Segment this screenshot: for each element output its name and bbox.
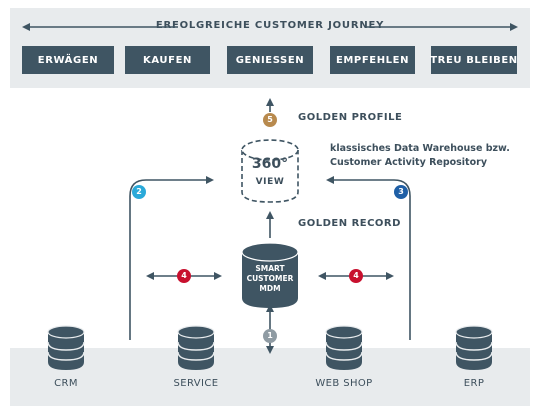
warehouse-note-line1: klassisches Data Warehouse bzw. [330,143,510,154]
mdm-label-line2: CUSTOMER [246,274,294,283]
service-database-icon [177,325,215,370]
view-360-subtitle: VIEW [255,177,285,187]
crm-feed-path [129,176,214,340]
journey-title: ERFOLGREICHE CUSTOMER JOURNEY [155,20,385,31]
mdm-label: SMART CUSTOMER MDM [242,264,298,294]
erp-feed-path [326,176,411,340]
system-label-crm: CRM [54,378,78,389]
stage-geniessen: GENIESSEN [227,46,313,74]
system-label-web-shop: WEB SHOP [315,378,373,389]
badge-3-label: 3 [398,187,404,196]
golden-profile-label: GOLDEN PROFILE [298,112,403,123]
badge-5-circle [263,113,277,127]
badge-5-label: 5 [267,115,273,124]
mdm-label-line3: MDM [259,284,281,293]
badge-4-left-circle [177,269,191,283]
view-360-title: 360° [251,156,289,172]
mdm-label-line1: SMART [255,264,285,273]
stage-kaufen: KAUFEN [125,46,210,74]
badge-1-label: 1 [267,331,273,340]
badge-4-left-label: 4 [181,271,187,280]
golden-record-label: GOLDEN RECORD [298,218,401,229]
system-label-service: SERVICE [173,378,219,389]
badge-2-circle [132,185,146,199]
badge-3-circle [394,185,408,199]
system-label-erp: ERP [463,378,485,389]
badge-4-right-circle [349,269,363,283]
crm-database-icon [47,325,85,370]
badge-2-label: 2 [136,187,142,196]
erp-database-icon [455,325,493,370]
stage-erwaegen: ERWÄGEN [22,46,114,74]
stage-empfehlen: EMPFEHLEN [330,46,415,74]
webshop-database-icon [325,325,363,370]
badge-4-right-label: 4 [353,271,359,280]
stage-treu-bleiben: TREU BLEIBEN [430,46,517,74]
view-360-cylinder [241,139,299,203]
badge-1-circle [263,329,277,343]
warehouse-note-line2: Customer Activity Repository [330,157,488,168]
mdm-cylinder [241,242,299,308]
source-systems-band [10,348,530,406]
